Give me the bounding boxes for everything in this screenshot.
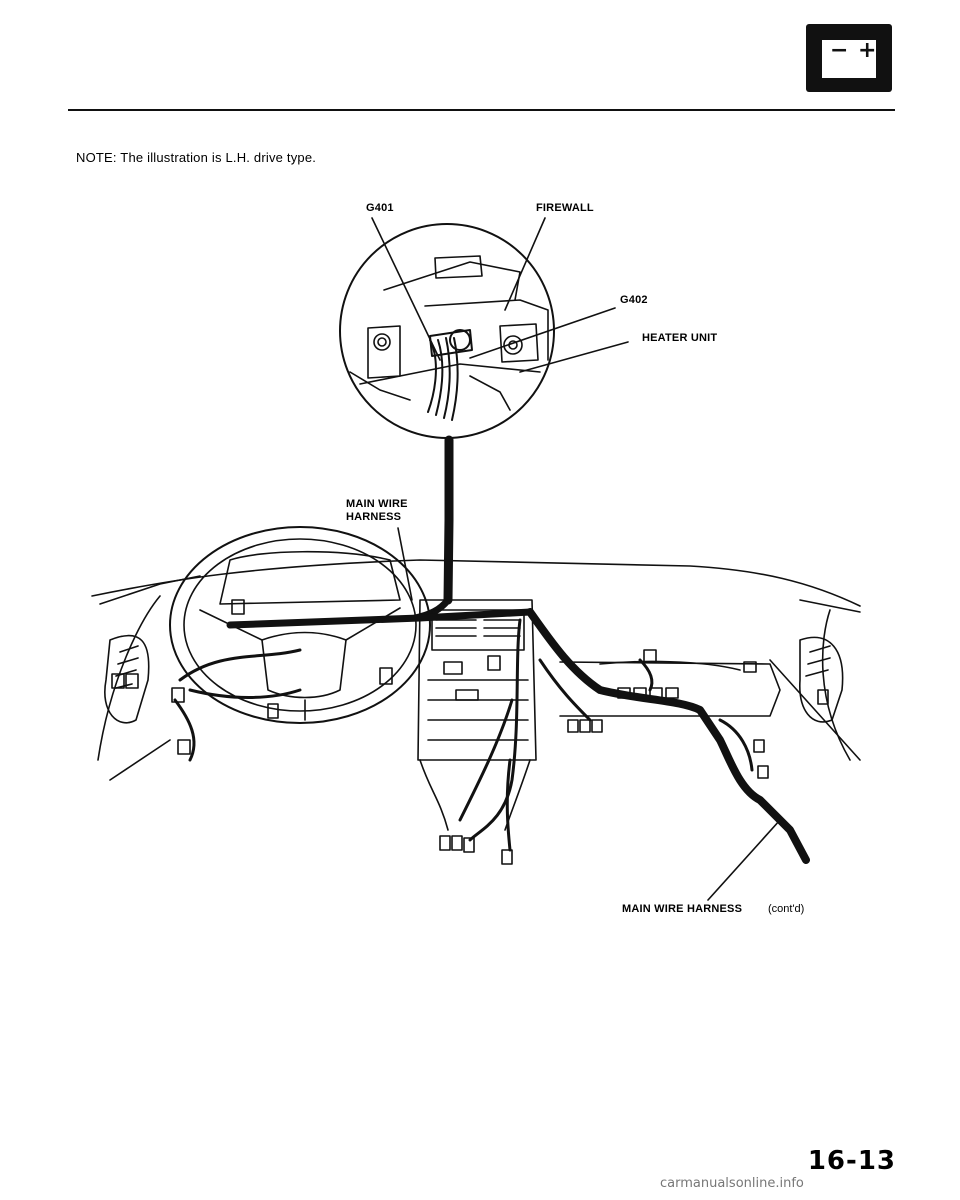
battery-icon: − + [806,24,892,92]
label-g401: G401 [366,202,394,214]
label-g402: G402 [620,294,648,306]
page-number: 16-13 [807,1146,896,1176]
label-heater-unit: HEATER UNIT [642,332,718,344]
note-text: NOTE: The illustration is L.H. drive typ… [76,150,317,165]
plus-sign: + [858,38,877,63]
label-firewall: FIREWALL [536,202,594,214]
connectors [171,599,769,865]
label-contd: (cont'd) [768,903,805,915]
label-main-wire-harness-contd: MAIN WIRE HARNESS [622,903,743,915]
battery-body [822,40,876,78]
harness-wiring [173,608,810,864]
header-rule [68,109,895,111]
detail-circle [339,223,555,439]
dashboard-outline [91,559,861,831]
footer-watermark: carmanualsonline.info [660,1176,804,1191]
leader-lines [371,217,781,901]
label-main-wire: MAIN WIRE [346,498,408,510]
minus-sign: − [830,38,849,63]
label-harness: HARNESS [346,511,402,523]
harness-trunk [443,435,454,605]
